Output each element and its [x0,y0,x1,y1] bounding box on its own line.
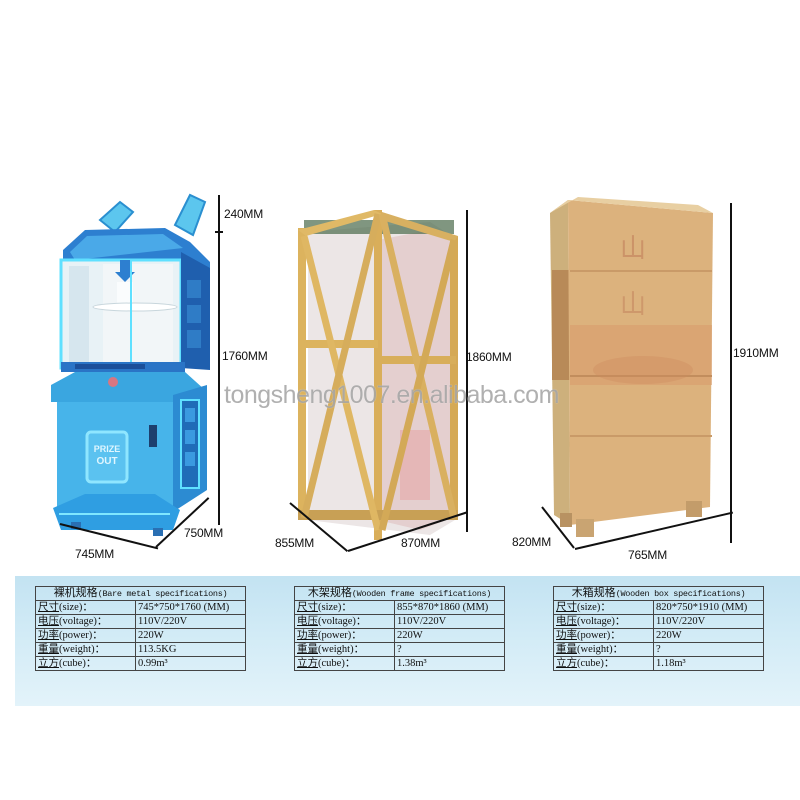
row-label: 功率(power)： [553,628,654,643]
table-row: 立方(cube)：1.18m³ [553,656,764,671]
table-title-en: (Wooden frame specifications) [351,589,492,599]
table-title-en: (Wooden box specifications) [615,589,746,599]
table-row: 功率(power)：220W [294,628,505,643]
height-line-3 [730,203,732,543]
dimension-width-frame: 870MM [401,536,441,550]
wooden-box-spec-table: 木箱规格(Wooden box specifications) 尺寸(size)… [553,586,764,671]
wooden-frame-illustration [298,210,458,540]
row-value: 110V/220V [135,614,246,629]
row-label: 尺寸(size)： [35,600,136,615]
table-row: 电压(voltage)：110V/220V [553,614,764,629]
row-label: 立方(cube)： [294,656,395,671]
table-row: 立方(cube)：1.38m³ [294,656,505,671]
row-label: 重量(weight)： [35,642,136,657]
svg-text:OUT: OUT [96,456,117,467]
table-row: 功率(power)：220W [35,628,246,643]
row-label: 尺寸(size)： [294,600,395,615]
table-row: 重量(weight)：? [294,642,505,657]
row-value: 220W [394,628,505,643]
wooden-frame-spec-table: 木架规格(Wooden frame specifications) 尺寸(siz… [294,586,505,671]
row-label: 重量(weight)： [553,642,654,657]
row-value: 1.18m³ [653,656,764,671]
table-row: 尺寸(size)：855*870*1860 (MM) [294,600,505,615]
dimension-height-frame: 1860MM [466,350,512,364]
row-value: 113.5KG [135,642,246,657]
table-row: 立方(cube)：0.99m³ [35,656,246,671]
wooden-box-image: 山 山 [548,195,718,545]
prize-out-text: PRIZE [94,444,121,454]
row-value: 110V/220V [394,614,505,629]
table-title-cn: 木箱规格 [571,587,616,599]
dimension-depth-frame: 855MM [275,536,315,550]
dimension-width: 745MM [75,547,115,561]
table-title-en: (Bare metal specifications) [97,589,228,599]
table-header-row: 裸机规格(Bare metal specifications) [35,586,246,601]
row-value: 1.38m³ [394,656,505,671]
wooden-box-illustration: 山 山 [550,197,713,537]
row-value: 220W [653,628,764,643]
bare-metal-machine-image: PRIZE OUT [45,190,215,550]
table-row: 重量(weight)：113.5KG [35,642,246,657]
row-value: 855*870*1860 (MM) [394,600,505,615]
row-label: 功率(power)： [294,628,395,643]
table-title: 木架规格(Wooden frame specifications) [294,586,505,601]
dimension-depth: 750MM [184,526,224,540]
row-label: 立方(cube)： [35,656,136,671]
dimension-depth-box: 820MM [512,535,552,549]
table-title-cn: 木架规格 [307,587,352,599]
row-value: ? [653,642,764,657]
table-title: 木箱规格(Wooden box specifications) [553,586,764,601]
table-row: 电压(voltage)：110V/220V [294,614,505,629]
table-row: 尺寸(size)：820*750*1910 (MM) [553,600,764,615]
height-tick-1 [215,231,223,233]
table-row: 重量(weight)：? [553,642,764,657]
table-title-cn: 裸机规格 [53,587,98,599]
claw-machine-illustration: PRIZE OUT [51,193,210,536]
row-label: 电压(voltage)： [553,614,654,629]
watermark-text: tongsheng1007.en.alibaba.com [224,381,559,409]
svg-text:山: 山 [620,290,646,320]
row-value: 110V/220V [653,614,764,629]
table-row: 尺寸(size)：745*750*1760 (MM) [35,600,246,615]
table-header-row: 木架规格(Wooden frame specifications) [294,586,505,601]
row-label: 尺寸(size)： [553,600,654,615]
dimension-height-box: 1910MM [733,346,779,360]
row-label: 重量(weight)： [294,642,395,657]
bare-metal-spec-table: 裸机规格(Bare metal specifications) 尺寸(size)… [35,586,246,671]
table-row: 电压(voltage)：110V/220V [35,614,246,629]
dimension-height: 1760MM [222,349,268,363]
table-row: 功率(power)：220W [553,628,764,643]
row-label: 电压(voltage)： [294,614,395,629]
row-value: 745*750*1760 (MM) [135,600,246,615]
table-header-row: 木箱规格(Wooden box specifications) [553,586,764,601]
row-label: 功率(power)： [35,628,136,643]
row-label: 电压(voltage)： [35,614,136,629]
table-title: 裸机规格(Bare metal specifications) [35,586,246,601]
dimension-top-extension: 240MM [224,207,264,221]
height-line-2 [466,210,468,532]
height-line-1 [218,195,220,525]
svg-text:山: 山 [620,234,646,264]
wooden-frame-image [290,200,465,560]
row-value: 820*750*1910 (MM) [653,600,764,615]
row-label: 立方(cube)： [553,656,654,671]
row-value: ? [394,642,505,657]
row-value: 0.99m³ [135,656,246,671]
dimension-width-box: 765MM [628,548,668,562]
row-value: 220W [135,628,246,643]
